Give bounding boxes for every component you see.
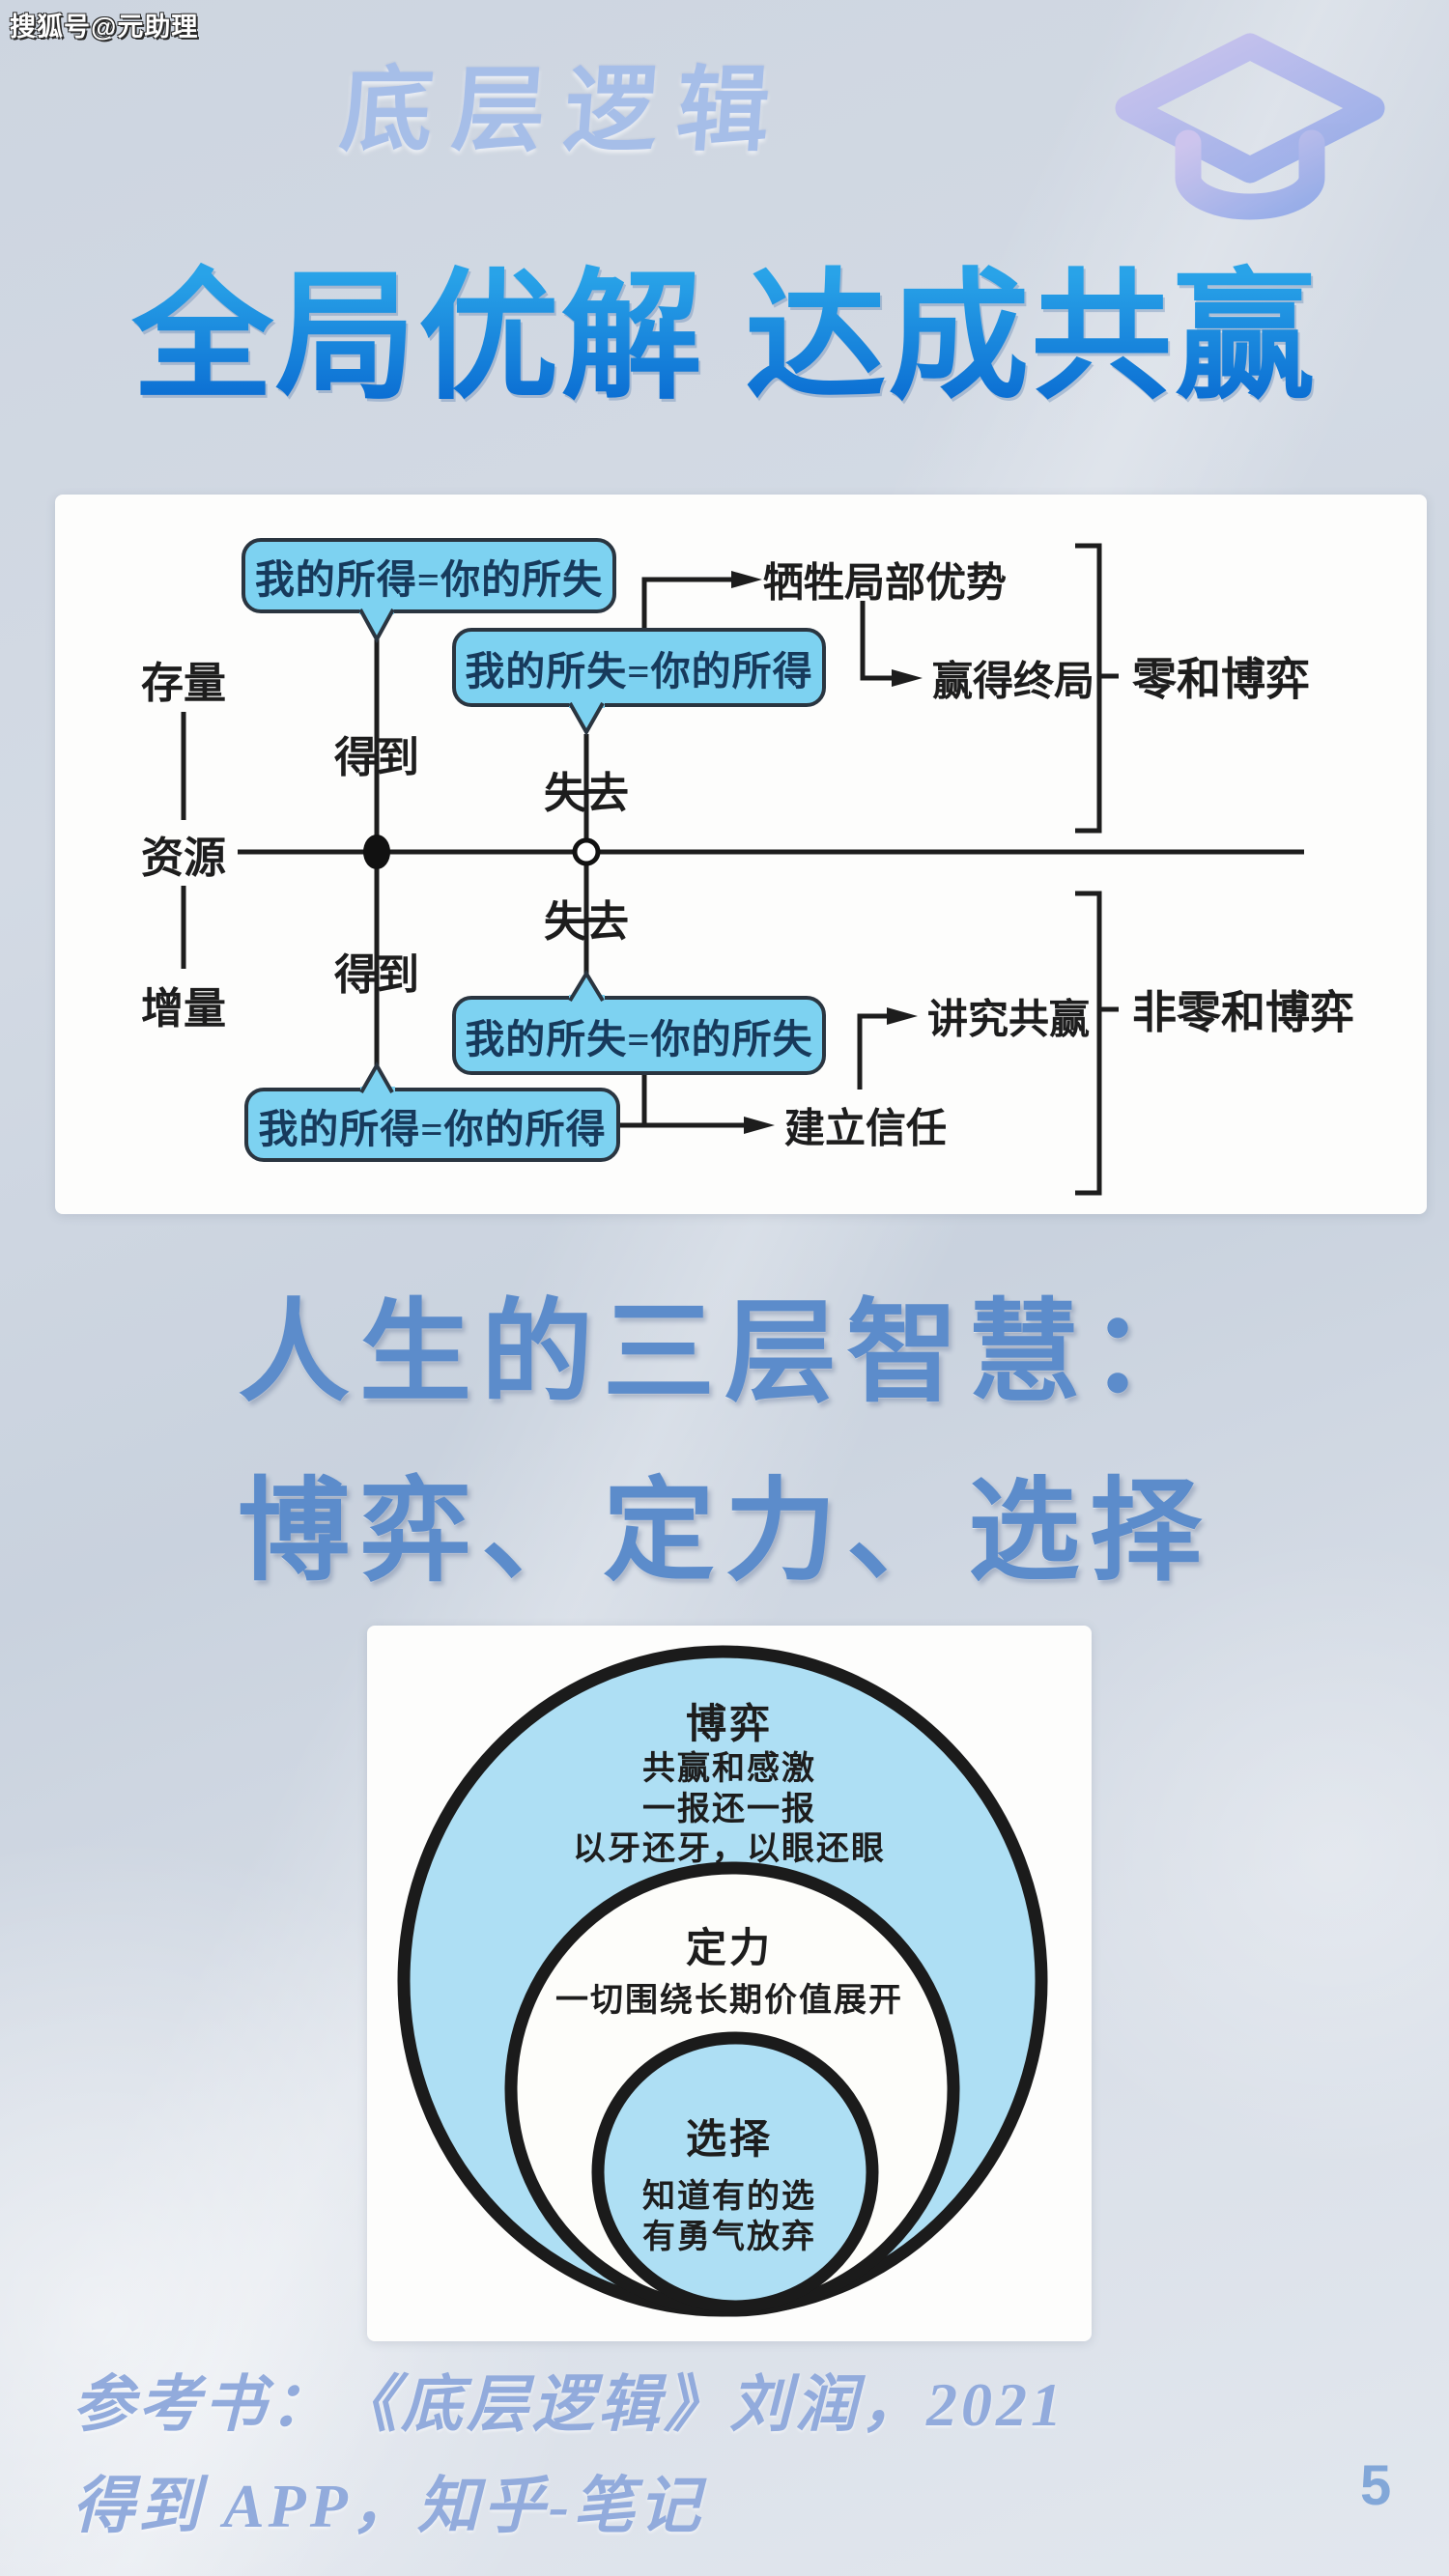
circle-inner-line: 知道有的选 — [642, 2179, 816, 2215]
circle-inner-title: 选择 — [685, 2118, 773, 2163]
label-pursue-win-win: 讲究共赢 — [927, 998, 1091, 1043]
label-increment: 增量 — [141, 985, 226, 1033]
game-theory-flowchart-panel: 存量 资源 增量 得到 失去 失去 得到 我的所得=你的所失 我的所失=你的所得… — [55, 495, 1427, 1214]
reference-line2: 得到 APP，知乎-笔记 — [72, 2472, 705, 2540]
main-headline: 全局优解 达成共赢 — [19, 263, 1430, 411]
circle-middle-line: 一切围绕长期价值展开 — [555, 1983, 903, 2019]
label-non-zero-sum-game: 非零和博弈 — [1132, 988, 1354, 1037]
page-title: 底层逻辑 — [336, 55, 793, 164]
bubble-my-gain-your-loss: 我的所得=你的所失 — [254, 557, 604, 602]
page-number: 5 — [1360, 2454, 1392, 2517]
label-stock: 存量 — [141, 660, 226, 707]
bubble-my-loss-your-gain: 我的所失=你的所得 — [465, 649, 813, 694]
circle-outer-line: 一报还一报 — [642, 1792, 816, 1827]
label-lose-top: 失去 — [544, 770, 629, 817]
label-lose-bottom: 失去 — [544, 898, 629, 946]
reference-line1: 参考书：《底层逻辑》刘润，2021 — [72, 2370, 1065, 2439]
nested-circles — [397, 1645, 1048, 2317]
bubble-my-loss-your-loss: 我的所失=你的所失 — [465, 1017, 813, 1062]
label-gain-top: 得到 — [334, 734, 419, 781]
label-zero-sum-game: 零和博弈 — [1132, 655, 1310, 704]
watermark: 搜狐号@元助理 — [10, 13, 199, 42]
circle-outer-title: 博弈 — [685, 1703, 773, 1747]
label-gain-bottom: 得到 — [334, 951, 419, 999]
flowchart-shapes — [181, 538, 1304, 1196]
label-build-trust: 建立信任 — [784, 1107, 948, 1152]
graduation-cap-icon — [1115, 33, 1385, 220]
circle-outer-line: 共赢和感激 — [642, 1751, 816, 1787]
section-title-line2: 博弈、定力、选择 — [238, 1468, 1211, 1594]
wisdom-circles-panel: 博弈 共赢和感激 一报还一报 以牙还牙，以眼还眼 定力 一切围绕长期价值展开 选… — [367, 1626, 1092, 2341]
section-title-line1: 人生的三层智慧： — [238, 1289, 1211, 1415]
label-resources: 资源 — [141, 835, 226, 882]
bubble-my-gain-your-gain: 我的所得=你的所得 — [258, 1106, 607, 1151]
circle-outer-line: 以牙还牙，以眼还眼 — [573, 1831, 886, 1867]
label-sacrifice-local: 牺牲局部优势 — [763, 561, 1008, 607]
circle-middle-title: 定力 — [685, 1927, 773, 1971]
label-win-endgame: 赢得终局 — [932, 660, 1095, 705]
circle-inner-line: 有勇气放弃 — [642, 2220, 816, 2255]
